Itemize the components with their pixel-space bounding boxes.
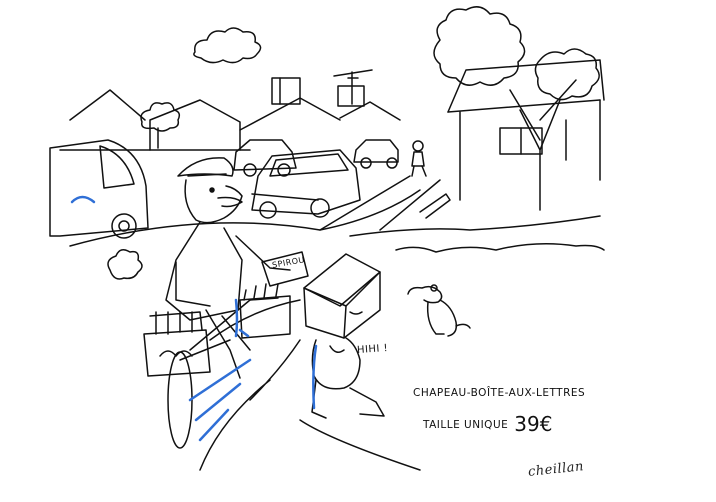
car-main <box>251 149 361 219</box>
kid-exclamation: HIHI ! <box>356 342 389 357</box>
mail-basket <box>143 311 211 377</box>
caption-line: TAILLE UNIQUE 39€ <box>423 409 553 436</box>
blue-stroke-postman <box>234 298 250 338</box>
big-tree <box>433 6 600 211</box>
caption-price: 39€ <box>514 412 553 436</box>
house-right <box>447 59 605 201</box>
spirou-bag <box>261 251 309 287</box>
pedestrian <box>411 140 427 177</box>
small-tree <box>140 102 181 149</box>
caption-size: TAILLE UNIQUE <box>423 419 509 431</box>
blue-stroke-bike <box>188 358 252 442</box>
houses-left <box>59 89 401 151</box>
rear-rack <box>239 283 291 339</box>
child-with-mailbox-hat <box>303 253 385 419</box>
parked-car-far-2 <box>353 139 399 169</box>
caption-title: CHAPEAU-BOÎTE-AUX-LETTRES <box>413 387 586 399</box>
grass <box>199 243 605 471</box>
dog <box>407 284 471 337</box>
distant-buildings <box>271 69 373 107</box>
parked-car-far <box>233 139 297 177</box>
blue-stroke-kid <box>312 344 318 410</box>
postman <box>165 157 291 379</box>
road <box>69 175 441 247</box>
blue-stroke-sky <box>70 195 96 204</box>
bush <box>107 249 143 280</box>
van <box>49 139 149 239</box>
cloud <box>193 27 262 64</box>
hedge <box>349 193 601 237</box>
